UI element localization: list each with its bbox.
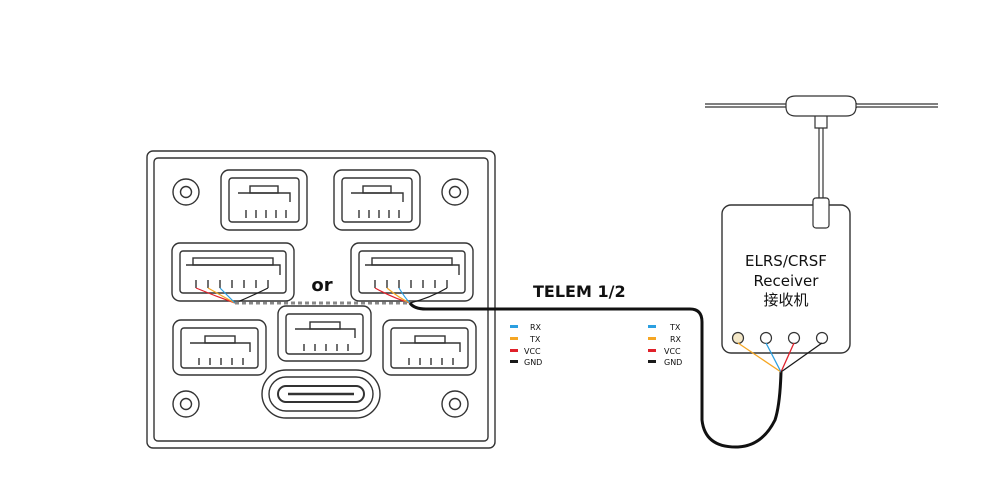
telem-cable — [408, 302, 783, 449]
legend-item-fc-rx: RX — [510, 323, 542, 332]
receiver-title-line1: ELRS/CRSF — [745, 252, 827, 270]
receiver-title-line3: 接收机 — [763, 291, 808, 309]
usb-c-port — [261, 369, 381, 419]
legend-label: TX — [669, 323, 681, 332]
or-label: or — [311, 275, 332, 296]
receiver-pin-legend: TX RX VCC GND — [648, 323, 682, 367]
connector-bottom-right — [382, 319, 477, 376]
mount-hole-bottom-right — [441, 390, 469, 418]
legend-label: TX — [529, 335, 541, 344]
receiver-title-line2: Receiver — [754, 272, 820, 290]
mount-hole-bottom-left — [172, 390, 200, 418]
connector-top-right — [333, 169, 421, 231]
fc-pin-legend: RX TX VCC GND — [510, 323, 542, 367]
mount-hole-top-right — [441, 178, 469, 206]
legend-swatch — [648, 325, 656, 328]
telem-label: TELEM 1/2 — [533, 282, 626, 301]
receiver-module: ELRS/CRSF Receiver 接收机 — [721, 197, 851, 354]
legend-swatch — [510, 337, 518, 340]
legend-label: GND — [524, 358, 542, 367]
receiver-wires — [737, 342, 823, 373]
legend-swatch — [510, 325, 518, 328]
legend-item-rx-rx: RX — [648, 335, 682, 344]
legend-label: VCC — [664, 347, 681, 356]
receiver-pad-vcc — [787, 331, 801, 345]
legend-item-fc-vcc: VCC — [510, 347, 541, 356]
legend-swatch — [648, 360, 656, 363]
legend-label: RX — [670, 335, 682, 344]
legend-item-rx-gnd: GND — [648, 358, 682, 367]
receiver-pad-rx — [731, 331, 745, 345]
legend-item-rx-vcc: VCC — [648, 347, 681, 356]
fc-right-wires — [374, 287, 448, 304]
flight-controller-board — [146, 150, 496, 449]
legend-label: VCC — [524, 347, 541, 356]
legend-label: RX — [530, 323, 542, 332]
telem-port-right — [350, 242, 474, 302]
connector-bottom-left — [172, 319, 267, 376]
legend-swatch — [510, 360, 518, 363]
mount-hole-top-left — [172, 178, 200, 206]
legend-item-fc-gnd: GND — [510, 358, 542, 367]
connector-bottom-center — [277, 305, 372, 362]
legend-item-rx-tx: TX — [648, 323, 681, 332]
receiver-pad-tx — [759, 331, 773, 345]
legend-item-fc-tx: TX — [510, 335, 541, 344]
legend-label: GND — [664, 358, 682, 367]
legend-swatch — [648, 337, 656, 340]
receiver-pad-gnd — [815, 331, 829, 345]
legend-swatch — [648, 349, 656, 352]
connector-top-left — [220, 169, 308, 231]
legend-swatch — [510, 349, 518, 352]
